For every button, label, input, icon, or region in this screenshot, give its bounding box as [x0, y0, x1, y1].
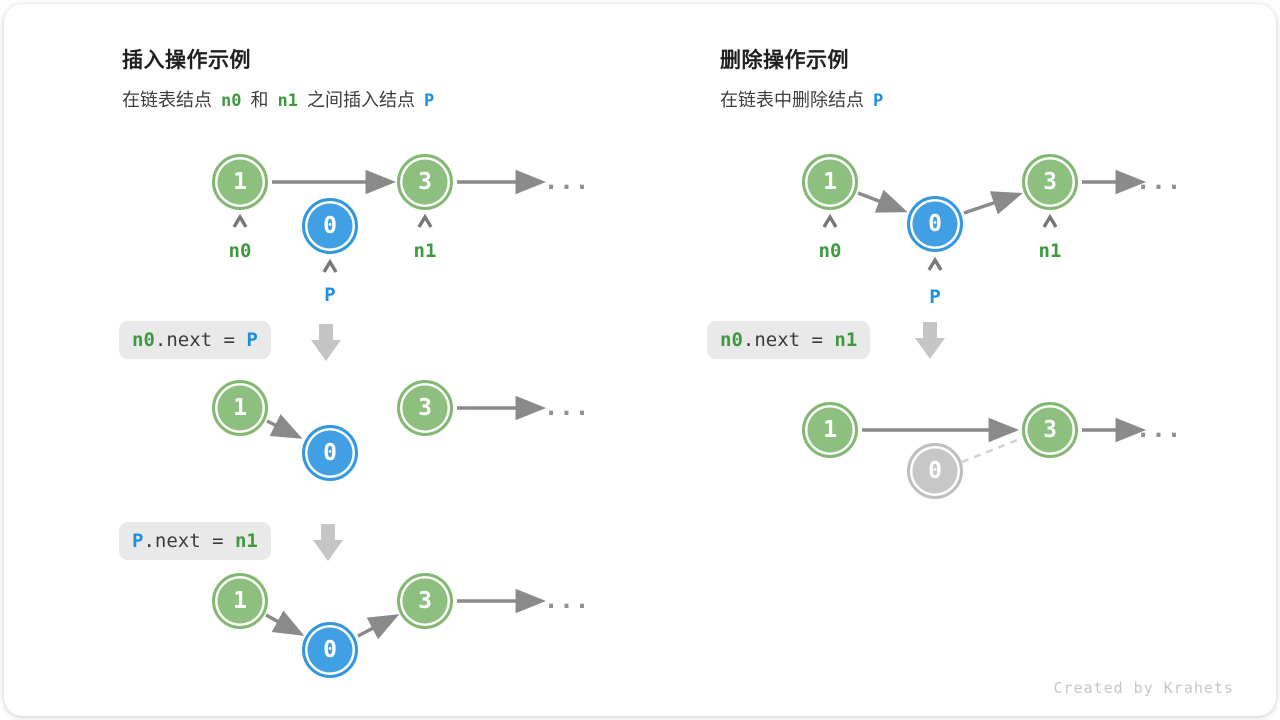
subtitle-text: 在链表结点 — [122, 90, 212, 110]
diagram-card: 插入操作示例 在链表结点 n0 和 n1 之间插入结点 P 1 0 3 ... n0 n1… — [4, 4, 1276, 716]
token-n1: n1 — [277, 91, 298, 111]
node-n0: 1 — [212, 380, 268, 436]
ellipsis: ... — [543, 167, 591, 195]
dashed-arrow — [961, 437, 1021, 464]
node-p: 0 — [302, 425, 358, 481]
node-p: 0 — [302, 622, 358, 678]
delete-title: 删除操作示例 — [720, 49, 849, 72]
code-label: n0.next = n1 — [707, 321, 871, 359]
code-token: .next = — [742, 329, 835, 351]
ellipsis: ... — [1135, 415, 1183, 443]
token-n0: n0 — [221, 91, 242, 111]
code-label: n0.next = P — [119, 321, 271, 359]
code-token: n0 — [132, 329, 155, 351]
node-n1: 3 — [1022, 154, 1078, 210]
down-arrow-icon — [915, 322, 945, 359]
ellipsis: ... — [543, 586, 591, 614]
insert-title: 插入操作示例 — [122, 49, 251, 72]
node-n0: 1 — [212, 573, 268, 629]
caret-icon — [232, 213, 248, 228]
caret-icon — [417, 213, 433, 228]
delete-subtitle: 在链表中删除结点 P — [720, 86, 892, 112]
pointer-label-p: P — [324, 284, 336, 306]
subtitle-text: 之间插入结点 — [306, 90, 415, 110]
pointer-label-n0: n0 — [228, 240, 252, 262]
ellipsis: ... — [1135, 167, 1183, 195]
node-p-removed: 0 — [907, 443, 963, 499]
code-token: .next = — [143, 530, 235, 552]
code-token: n1 — [234, 530, 258, 552]
node-p: 0 — [907, 196, 963, 252]
node-n0: 1 — [802, 154, 858, 210]
node-n0: 1 — [802, 402, 858, 458]
code-token: n1 — [834, 329, 858, 351]
caret-icon — [1042, 213, 1058, 228]
code-token: n0 — [720, 329, 743, 351]
insert-subtitle: 在链表结点 n0 和 n1 之间插入结点 P — [122, 86, 443, 112]
pointer-label-p: P — [929, 286, 941, 308]
arrow — [857, 189, 908, 213]
code-token: P — [246, 329, 258, 351]
arrow — [357, 614, 400, 640]
down-arrow-icon — [311, 324, 341, 361]
pointer-label-n1: n1 — [1038, 240, 1062, 262]
node-n1: 3 — [1022, 402, 1078, 458]
token-p: P — [423, 91, 435, 111]
pointer-label-n0: n0 — [818, 240, 842, 262]
caret-icon — [322, 258, 338, 273]
code-token: .next = — [154, 329, 247, 351]
arrow — [963, 191, 1023, 215]
ellipsis: ... — [543, 393, 591, 421]
code-label: P.next = n1 — [119, 522, 271, 560]
subtitle-text: 和 — [250, 90, 269, 110]
node-p: 0 — [302, 198, 358, 254]
node-n1: 3 — [397, 154, 453, 210]
node-n1: 3 — [397, 380, 453, 436]
caret-icon — [927, 256, 943, 271]
arrow — [265, 610, 305, 636]
pointer-label-n1: n1 — [413, 240, 437, 262]
down-arrow-icon — [313, 524, 343, 561]
caret-icon — [822, 213, 838, 228]
token-p: P — [873, 91, 884, 111]
node-n0: 1 — [212, 154, 268, 210]
code-token: P — [132, 530, 144, 552]
node-n1: 3 — [397, 573, 453, 629]
subtitle-text: 在链表中删除结点 — [720, 90, 864, 110]
arrow — [266, 414, 303, 439]
credit-text: Created by Krahets — [1053, 679, 1234, 697]
